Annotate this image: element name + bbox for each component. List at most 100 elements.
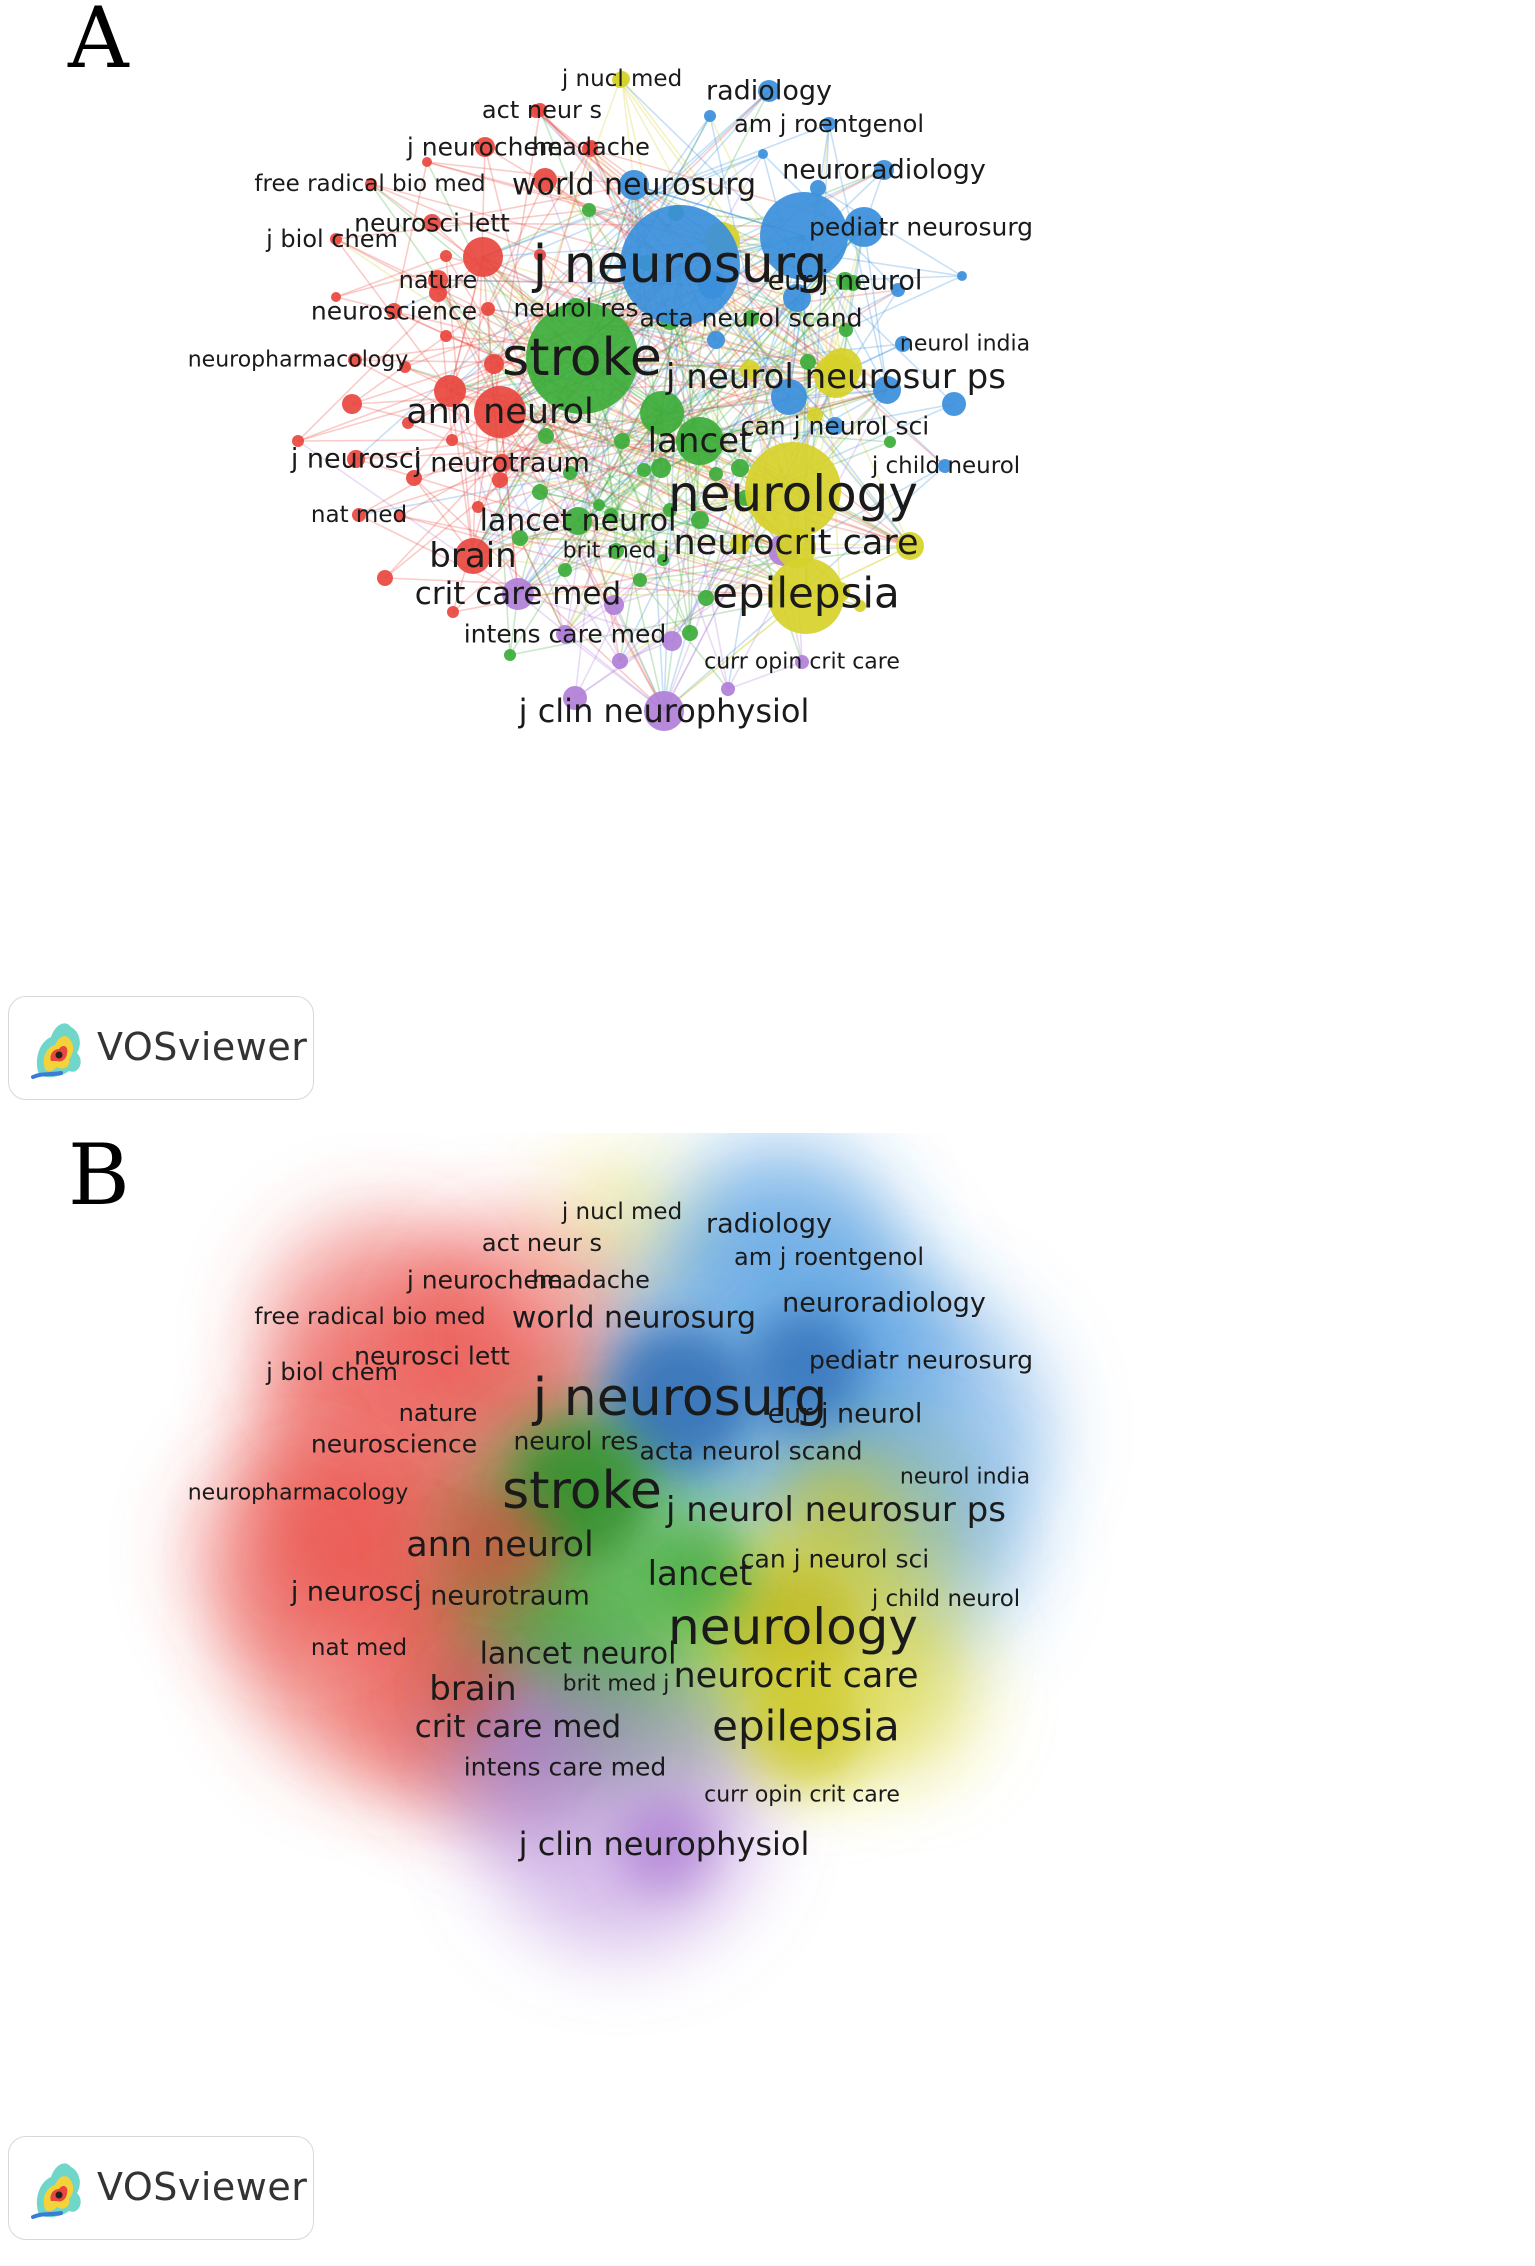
- journal-node[interactable]: [698, 590, 714, 606]
- journal-node[interactable]: [614, 433, 630, 449]
- journal-node[interactable]: [492, 472, 508, 488]
- journal-node[interactable]: [512, 530, 528, 546]
- journal-node-am-j-roentgenol[interactable]: [822, 117, 836, 131]
- journal-node-neurol-india[interactable]: [895, 336, 911, 352]
- journal-node[interactable]: [942, 392, 966, 416]
- journal-node[interactable]: [377, 570, 393, 586]
- journal-node-acta-neurol-scand[interactable]: [743, 310, 759, 326]
- journal-node[interactable]: [839, 323, 853, 337]
- journal-node-act-neur-s[interactable]: [533, 103, 547, 117]
- journal-node-brit-med-j[interactable]: [608, 543, 624, 559]
- journal-node-free-radical-bio-med[interactable]: [365, 178, 377, 190]
- journal-node[interactable]: [399, 361, 411, 373]
- journal-node[interactable]: [534, 249, 546, 261]
- journal-node[interactable]: [472, 501, 484, 513]
- journal-node[interactable]: [532, 484, 548, 500]
- journal-node[interactable]: [406, 470, 422, 486]
- journal-node-j-neurosurg[interactable]: [620, 205, 740, 325]
- journal-node-j-neurosci[interactable]: [347, 450, 365, 468]
- journal-node[interactable]: [434, 375, 466, 407]
- journal-node-nature[interactable]: [428, 270, 448, 290]
- journal-node-neuroscience[interactable]: [386, 303, 402, 319]
- journal-node[interactable]: [854, 600, 866, 612]
- journal-node-lancet[interactable]: [676, 417, 724, 465]
- journal-node-ann-neurol[interactable]: [474, 386, 526, 438]
- journal-node[interactable]: [800, 354, 816, 370]
- journal-node[interactable]: [740, 360, 760, 380]
- journal-node[interactable]: [709, 467, 723, 481]
- journal-node-neurosci-lett[interactable]: [423, 214, 441, 232]
- journal-node-j-nucl-med[interactable]: [614, 71, 630, 87]
- journal-node[interactable]: [891, 283, 905, 297]
- journal-node[interactable]: [731, 459, 749, 477]
- journal-node[interactable]: [730, 534, 750, 554]
- journal-node-neurol-res[interactable]: [566, 298, 586, 318]
- journal-node[interactable]: [807, 407, 823, 423]
- journal-node-neuropharmacology[interactable]: [348, 353, 362, 367]
- journal-node[interactable]: [604, 508, 618, 522]
- journal-node-nat-med[interactable]: [352, 508, 366, 522]
- journal-node[interactable]: [896, 532, 924, 560]
- journal-node-neuroradiology[interactable]: [874, 160, 894, 180]
- journal-node[interactable]: [957, 271, 967, 281]
- journal-node[interactable]: [612, 653, 628, 669]
- journal-node[interactable]: [394, 510, 406, 522]
- journal-node-j-neurotraum[interactable]: [493, 454, 511, 472]
- journal-node-crit-care-med[interactable]: [502, 578, 534, 610]
- journal-node[interactable]: [484, 354, 504, 374]
- journal-node[interactable]: [558, 563, 572, 577]
- journal-node-intens-care-med[interactable]: [556, 625, 574, 643]
- journal-node[interactable]: [402, 417, 414, 429]
- journal-node-j-clin-neurophysiol[interactable]: [644, 691, 684, 731]
- journal-node-curr-opin-crit-care[interactable]: [795, 655, 809, 669]
- journal-node[interactable]: [810, 180, 826, 196]
- journal-node[interactable]: [771, 379, 807, 415]
- journal-node[interactable]: [657, 554, 669, 566]
- journal-node[interactable]: [604, 595, 624, 615]
- journal-node-epilepsia[interactable]: [768, 558, 844, 634]
- journal-node-j-neurochem[interactable]: [475, 137, 495, 157]
- journal-node[interactable]: [651, 458, 671, 478]
- journal-node[interactable]: [783, 284, 811, 312]
- journal-node[interactable]: [640, 391, 684, 435]
- journal-node[interactable]: [504, 649, 516, 661]
- journal-node[interactable]: [538, 428, 554, 444]
- journal-node[interactable]: [593, 499, 605, 511]
- journal-node[interactable]: [292, 435, 304, 447]
- journal-node[interactable]: [446, 434, 458, 446]
- journal-node[interactable]: [721, 682, 735, 696]
- journal-node[interactable]: [707, 331, 725, 349]
- journal-node[interactable]: [662, 631, 682, 651]
- journal-node-lancet-neurol[interactable]: [564, 507, 592, 535]
- journal-node-can-j-neurol-sci[interactable]: [826, 417, 844, 435]
- journal-node[interactable]: [758, 149, 768, 159]
- journal-node[interactable]: [440, 250, 452, 262]
- journal-node-j-child-neurol[interactable]: [938, 459, 952, 473]
- journal-node[interactable]: [691, 511, 709, 529]
- journal-node[interactable]: [760, 192, 848, 280]
- journal-node[interactable]: [563, 466, 577, 480]
- journal-node-neurocrit-care[interactable]: [776, 528, 816, 568]
- vosviewer-badge[interactable]: VOSviewer: [8, 996, 314, 1100]
- journal-node-stroke[interactable]: [526, 302, 638, 414]
- journal-node[interactable]: [440, 330, 452, 342]
- journal-node[interactable]: [637, 463, 651, 477]
- journal-node[interactable]: [533, 168, 557, 192]
- journal-node[interactable]: [884, 436, 896, 448]
- journal-node[interactable]: [422, 157, 432, 167]
- journal-node-eur-j-neurol[interactable]: [836, 272, 854, 290]
- journal-node[interactable]: [873, 376, 901, 404]
- journal-node[interactable]: [481, 302, 495, 316]
- journal-node-headache[interactable]: [584, 140, 598, 154]
- journal-node-pediatr-neurosurg[interactable]: [844, 207, 884, 247]
- vosviewer-badge[interactable]: VOSviewer: [8, 2136, 314, 2240]
- journal-node[interactable]: [463, 237, 503, 277]
- journal-node-world-neurosurg[interactable]: [619, 170, 649, 200]
- journal-node[interactable]: [563, 686, 587, 710]
- journal-node-j-neurol-neurosur-ps[interactable]: [814, 354, 858, 398]
- journal-node[interactable]: [447, 606, 459, 618]
- journal-node[interactable]: [342, 394, 362, 414]
- journal-node[interactable]: [331, 292, 341, 302]
- journal-node[interactable]: [582, 203, 596, 217]
- journal-node[interactable]: [663, 503, 677, 517]
